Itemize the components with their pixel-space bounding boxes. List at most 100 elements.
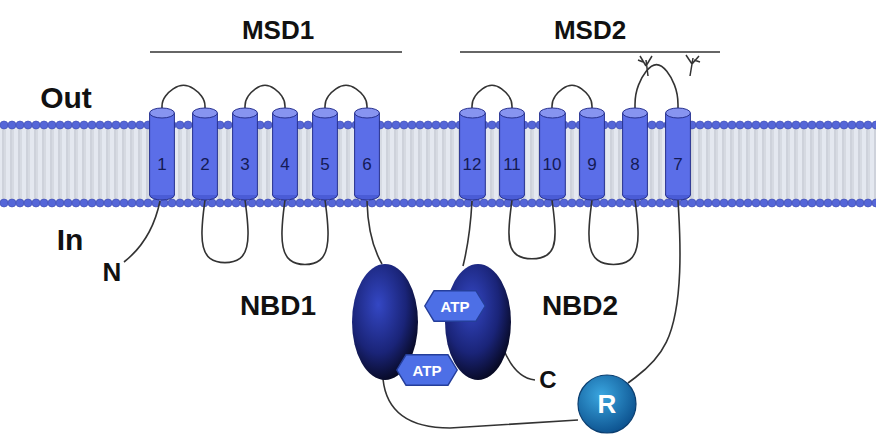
- lipid-head: [816, 121, 824, 129]
- lipid-head: [448, 121, 456, 129]
- lipid-head: [696, 199, 704, 207]
- lipid-head: [776, 199, 784, 207]
- lipid-head: [88, 121, 96, 129]
- lipid-head: [24, 199, 32, 207]
- chain-loop: [628, 200, 680, 383]
- lipid-heads: [0, 121, 876, 207]
- lipid-head: [760, 199, 768, 207]
- lipid-head: [80, 121, 88, 129]
- lipid-head: [600, 199, 608, 207]
- lipid-head: [344, 199, 352, 207]
- chain-loop: [282, 200, 328, 265]
- lipid-head: [560, 199, 568, 207]
- lipid-head: [712, 199, 720, 207]
- lipid-head: [72, 121, 80, 129]
- chain-loop: [162, 85, 205, 108]
- side-label: Out: [40, 81, 92, 115]
- lipid-head: [16, 199, 24, 207]
- lipid-head: [488, 199, 496, 207]
- lipid-head: [408, 121, 416, 129]
- helix-number: 6: [362, 155, 371, 175]
- domain-label: NBD2: [542, 290, 618, 322]
- lipid-head: [0, 199, 8, 207]
- lipid-head: [856, 121, 864, 129]
- lipid-head: [56, 121, 64, 129]
- lipid-head: [416, 199, 424, 207]
- lipid-head: [8, 121, 16, 129]
- lipid-head: [136, 121, 144, 129]
- helix-number: 4: [280, 155, 289, 175]
- lipid-head: [656, 199, 664, 207]
- lipid-head: [296, 199, 304, 207]
- lipid-head: [184, 199, 192, 207]
- lipid-head: [832, 121, 840, 129]
- lipid-head: [120, 199, 128, 207]
- lipid-head: [848, 199, 856, 207]
- transmembrane-helix: 2: [192, 108, 218, 200]
- transmembrane-helix-outline: [232, 108, 258, 200]
- lipid-head: [784, 121, 792, 129]
- transmembrane-helix: 7: [665, 108, 691, 200]
- lipid-head: [176, 121, 184, 129]
- n-terminus-line: [124, 201, 160, 262]
- lipid-head: [392, 121, 400, 129]
- chain-loop: [552, 85, 592, 108]
- chain-loop: [589, 200, 638, 265]
- lipid-head: [120, 121, 128, 129]
- transmembrane-helix-outline: [665, 108, 691, 200]
- atp-hexagon: ATP: [396, 354, 458, 386]
- msd2-bracket: [460, 51, 720, 53]
- chain-loop: [202, 200, 248, 263]
- membrane: [0, 121, 876, 207]
- lipid-head: [112, 121, 120, 129]
- transmembrane-helix: 5: [312, 108, 338, 200]
- c-terminus-line: [503, 348, 535, 380]
- lipid-head: [720, 199, 728, 207]
- nbd2-msd2-linker: [463, 201, 472, 266]
- lipid-head: [432, 199, 440, 207]
- lipid-head: [112, 199, 120, 207]
- lipid-head: [96, 121, 104, 129]
- atp-hexagon: ATP: [424, 290, 486, 322]
- lipid-head: [352, 199, 360, 207]
- lipid-head: [264, 199, 272, 207]
- lipid-head: [808, 121, 816, 129]
- transmembrane-helix: 12: [459, 108, 486, 200]
- lipid-head: [872, 121, 876, 129]
- lipid-head: [480, 199, 488, 207]
- lipid-head: [16, 121, 24, 129]
- lipid-head: [24, 121, 32, 129]
- helix-number: 10: [543, 155, 562, 175]
- lipid-head: [768, 121, 776, 129]
- lipid-head: [520, 199, 528, 207]
- lipid-head: [776, 121, 784, 129]
- nbd2-domain: [445, 264, 511, 380]
- lipid-head: [304, 199, 312, 207]
- lipid-head: [792, 121, 800, 129]
- lipid-head: [872, 199, 876, 207]
- transmembrane-helix: 1: [149, 108, 175, 200]
- helix-number: 7: [673, 155, 682, 175]
- lipid-head: [608, 199, 616, 207]
- lipid-head: [384, 121, 392, 129]
- lipid-head: [32, 199, 40, 207]
- lipid-head: [760, 121, 768, 129]
- membrane-core: [0, 124, 876, 204]
- lipid-head: [728, 199, 736, 207]
- lipid-head: [616, 199, 624, 207]
- lipid-head: [752, 199, 760, 207]
- lipid-head: [800, 121, 808, 129]
- lipid-head: [712, 121, 720, 129]
- lipid-head: [416, 121, 424, 129]
- transmembrane-helix-outline: [149, 108, 175, 200]
- lipid-head: [568, 199, 576, 207]
- lipid-head: [840, 121, 848, 129]
- terminus-label: N: [103, 257, 122, 288]
- lipid-head: [496, 199, 504, 207]
- lipid-head: [424, 121, 432, 129]
- helix-number: 8: [630, 155, 639, 175]
- lipid-head: [256, 199, 264, 207]
- transmembrane-helix: 3: [232, 108, 258, 200]
- glycan-fork: [686, 55, 700, 76]
